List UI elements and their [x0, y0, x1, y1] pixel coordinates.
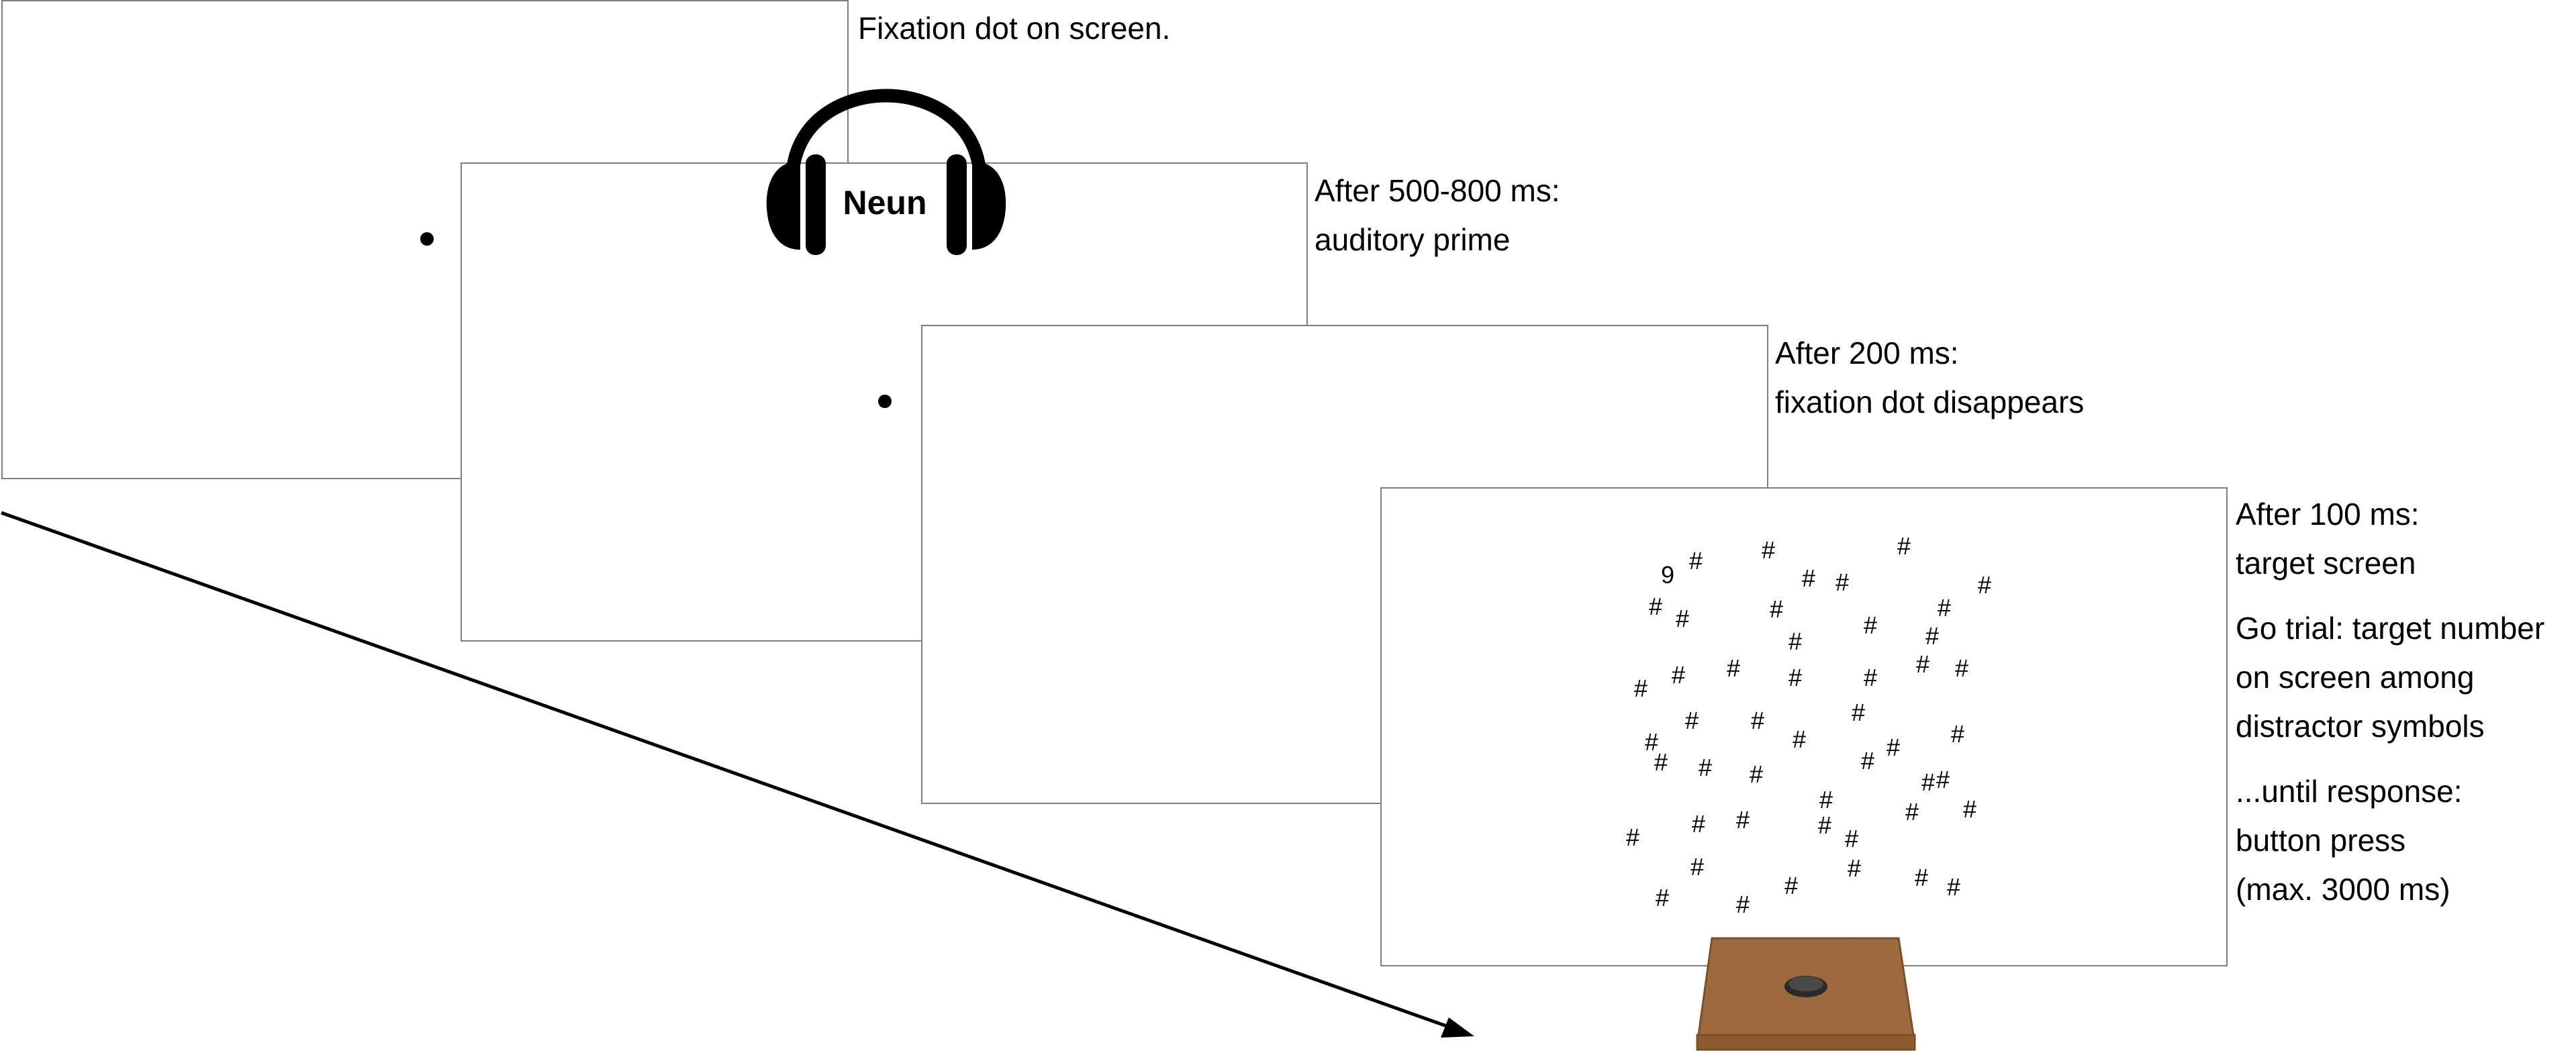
distractor-symbol: # — [1860, 747, 1875, 774]
caption-line: After 100 ms: — [2236, 497, 2420, 532]
prime-word: Neun — [843, 184, 927, 221]
distractor-symbol: # — [1648, 593, 1663, 620]
distractor-symbol: # — [1684, 707, 1699, 734]
distractor-symbol: # — [1844, 825, 1859, 852]
distractor-symbol: # — [1962, 795, 1977, 823]
caption-dot-gone: After 200 ms: fixation dot disappears — [1775, 329, 2084, 427]
distractor-symbol: # — [1863, 664, 1878, 691]
caption-line: on screen among — [2236, 660, 2475, 695]
distractor-symbol: # — [1801, 564, 1816, 592]
distractor-symbol: # — [1688, 547, 1703, 574]
caption-line: auditory prime — [1315, 222, 1511, 257]
headphones-icon — [766, 89, 1006, 255]
distractor-symbol: # — [1625, 823, 1640, 851]
distractor-symbol: # — [1691, 810, 1706, 838]
fixation-dot — [878, 395, 892, 408]
distractor-symbol: # — [1654, 748, 1668, 776]
distractor-symbol: # — [1655, 884, 1670, 911]
distractor-symbol: # — [1847, 854, 1862, 882]
distractor-symbol: # — [1644, 728, 1659, 756]
caption-target: After 100 ms: target screen Go trial: ta… — [2236, 490, 2544, 914]
caption-line: After 500-800 ms: — [1315, 173, 1560, 208]
distractor-symbol: # — [1946, 873, 1961, 901]
distractor-symbol: # — [1792, 725, 1807, 753]
caption-line: Fixation dot on screen. — [858, 11, 1171, 46]
response-button-icon — [1696, 937, 1916, 1051]
distractor-symbol: # — [1819, 786, 1833, 813]
distractor-symbol: # — [1851, 699, 1866, 726]
caption-line: (max. 3000 ms) — [2236, 872, 2450, 907]
distractor-symbol: # — [1886, 734, 1901, 761]
distractor-symbol: # — [1788, 628, 1803, 655]
distractor-symbol: # — [1915, 650, 1930, 678]
distractor-symbol: # — [1784, 872, 1799, 899]
distractor-symbol: # — [1735, 891, 1750, 918]
distractor-symbol: # — [1817, 811, 1832, 839]
distractor-symbol: # — [1914, 864, 1929, 891]
caption-prime: After 500-800 ms: auditory prime — [1315, 166, 1560, 264]
distractor-symbol: # — [1750, 707, 1765, 734]
caption-line: target screen — [2236, 546, 2416, 581]
distractor-symbol: # — [1921, 768, 1936, 796]
distractor-symbol: # — [1905, 798, 1919, 825]
distractor-symbol: # — [1897, 532, 1911, 560]
distractor-symbol: # — [1788, 664, 1803, 691]
distractor-symbol: # — [1954, 654, 1969, 682]
distractor-symbol: # — [1977, 571, 1992, 599]
distractor-symbol: # — [1690, 853, 1705, 881]
distractor-symbol: # — [1937, 594, 1952, 621]
fixation-dot — [420, 232, 434, 246]
distractor-symbol: # — [1726, 654, 1741, 682]
distractor-symbol: # — [1835, 568, 1850, 596]
caption-line: After 200 ms: — [1775, 336, 1959, 370]
distractor-symbol: # — [1698, 754, 1713, 781]
distractor-symbol: # — [1761, 536, 1776, 564]
distractor-symbol: # — [1735, 806, 1750, 834]
caption-line: button press — [2236, 823, 2406, 858]
caption-line: fixation dot disappears — [1775, 385, 2085, 419]
caption-fixation: Fixation dot on screen. — [858, 4, 1170, 53]
distractor-symbol: # — [1950, 720, 1965, 748]
caption-line: distractor symbols — [2236, 709, 2485, 744]
screen-target — [1380, 487, 2228, 966]
distractor-symbol: # — [1863, 611, 1878, 639]
distractor-symbol: # — [1749, 760, 1764, 788]
distractor-symbol: # — [1633, 674, 1648, 702]
distractor-symbol: # — [1675, 605, 1690, 632]
distractor-symbol: # — [1671, 661, 1686, 689]
distractor-symbol: # — [1769, 595, 1784, 623]
caption-line: Go trial: target number — [2236, 611, 2545, 646]
target-number: 9 — [1660, 561, 1675, 589]
distractor-symbol: # — [1925, 622, 1940, 650]
distractor-symbol: # — [1936, 766, 1950, 793]
caption-line: ...until response: — [2236, 774, 2463, 809]
